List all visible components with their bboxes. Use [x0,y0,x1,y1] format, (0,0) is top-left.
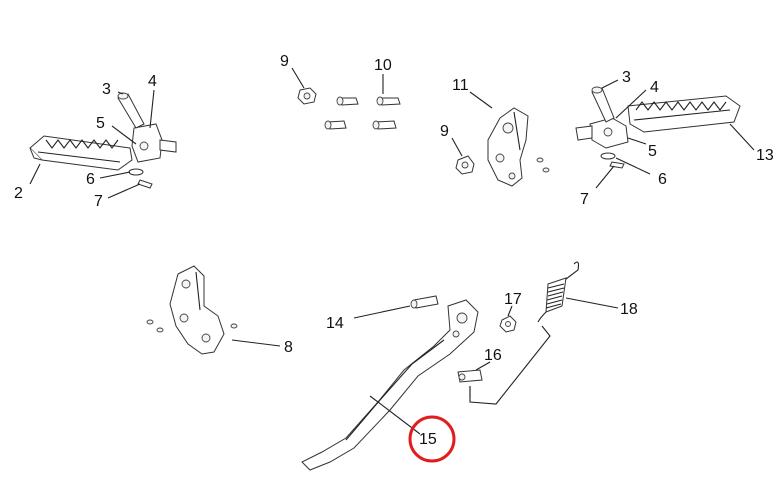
sidestand-assembly: 14 15 17 16 [301,261,638,471]
callout-11: 11 [452,77,469,94]
callout-8: 8 [284,339,293,356]
left-cotter-pin [137,179,153,189]
right-footpeg-assembly: 3 4 5 13 6 7 [575,69,774,208]
sidestand-spring [537,261,580,323]
callout-7-right: 7 [580,191,589,208]
callout-14: 14 [326,315,344,332]
callout-6-right: 6 [658,171,667,188]
bolts-nuts-group: 9 10 [280,53,401,130]
callout-7-left: 7 [94,193,103,210]
callout-10: 10 [374,57,392,74]
left-footpeg-bracket [131,123,177,163]
callout-3-left: 3 [102,81,111,98]
highlight-circle [408,415,456,463]
right-footpeg-bracket [487,107,550,187]
callout-4-left: 4 [148,73,157,90]
callout-5-left: 5 [96,115,105,132]
callout-3-right: 3 [622,69,631,86]
left-mount-bracket [146,265,238,355]
callout-13: 13 [756,147,774,164]
callout-9-top: 9 [280,53,289,70]
right-pin [591,86,615,123]
sidestand-pivot-bolt [410,295,439,309]
callout-18: 18 [620,301,638,318]
callout-15: 15 [419,431,437,448]
spring-hook-pin [457,369,483,383]
right-footpeg [627,95,741,133]
sidestand [301,299,479,471]
nut-top [297,87,317,105]
callout-6-left: 6 [86,171,95,188]
callout-5-right: 5 [648,143,657,160]
bolts [324,96,401,130]
right-footpeg-hinge [575,117,629,149]
callout-17: 17 [504,291,522,308]
callout-16: 16 [484,347,502,364]
left-footpeg-assembly: 3 4 5 2 6 7 [14,73,177,210]
right-cotter-pin [609,161,625,169]
callout-2: 2 [14,185,23,202]
right-bracket-assembly: 11 9 [440,77,550,187]
callout-9-right: 9 [440,123,449,140]
left-pin [117,92,145,129]
sidestand-nut [499,315,517,333]
callout-4-right: 4 [650,79,659,96]
nut-right [455,155,475,175]
left-footpeg [29,135,133,171]
left-washer [128,168,144,176]
right-washer [600,152,616,160]
left-mount-bracket-assembly: 8 [146,265,293,356]
